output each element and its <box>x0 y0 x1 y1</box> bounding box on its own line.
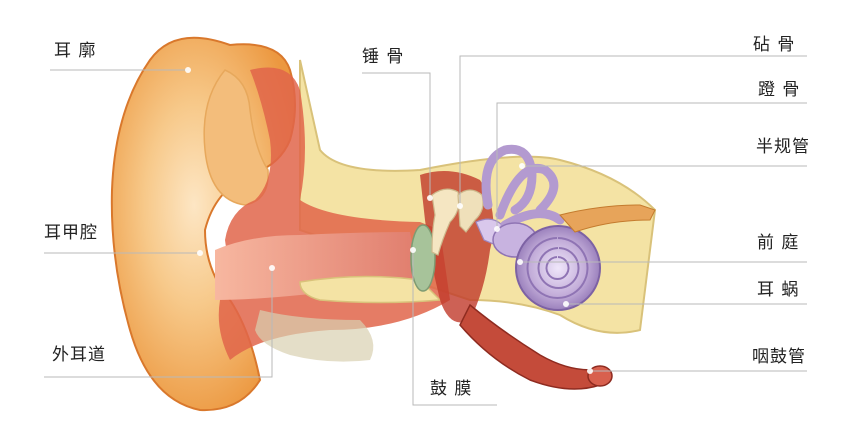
leader-malleus <box>362 72 431 198</box>
leader-lines <box>44 55 807 406</box>
label-eardrum: 鼓 膜 <box>430 379 473 399</box>
leader-eardrum <box>412 250 497 406</box>
label-vestibule: 前 庭 <box>757 233 800 253</box>
label-malleus: 锤 骨 <box>362 47 405 67</box>
label-cochlea: 耳 蜗 <box>757 280 800 300</box>
label-incus: 砧 骨 <box>753 35 796 55</box>
label-semicircular-canals: 半规管 <box>756 137 810 157</box>
label-auricle: 耳 廓 <box>54 41 97 61</box>
malleus-shape <box>431 188 460 256</box>
label-eustachian-tube: 咽鼓管 <box>752 347 806 367</box>
cochlea-shape <box>515 225 601 311</box>
semicircular-canals-shape <box>481 144 565 230</box>
label-stapes: 蹬 骨 <box>758 80 801 100</box>
lower-tissue <box>255 310 374 362</box>
label-ear-canal: 外耳道 <box>52 345 106 365</box>
label-concha-cavity: 耳甲腔 <box>44 223 98 243</box>
leader-incus <box>459 55 807 206</box>
eardrum-shape <box>410 224 436 292</box>
leader-stapes <box>496 102 807 229</box>
leader-canal <box>44 268 273 378</box>
auditory-nerve <box>559 204 656 233</box>
cartilage-lower <box>299 275 442 304</box>
